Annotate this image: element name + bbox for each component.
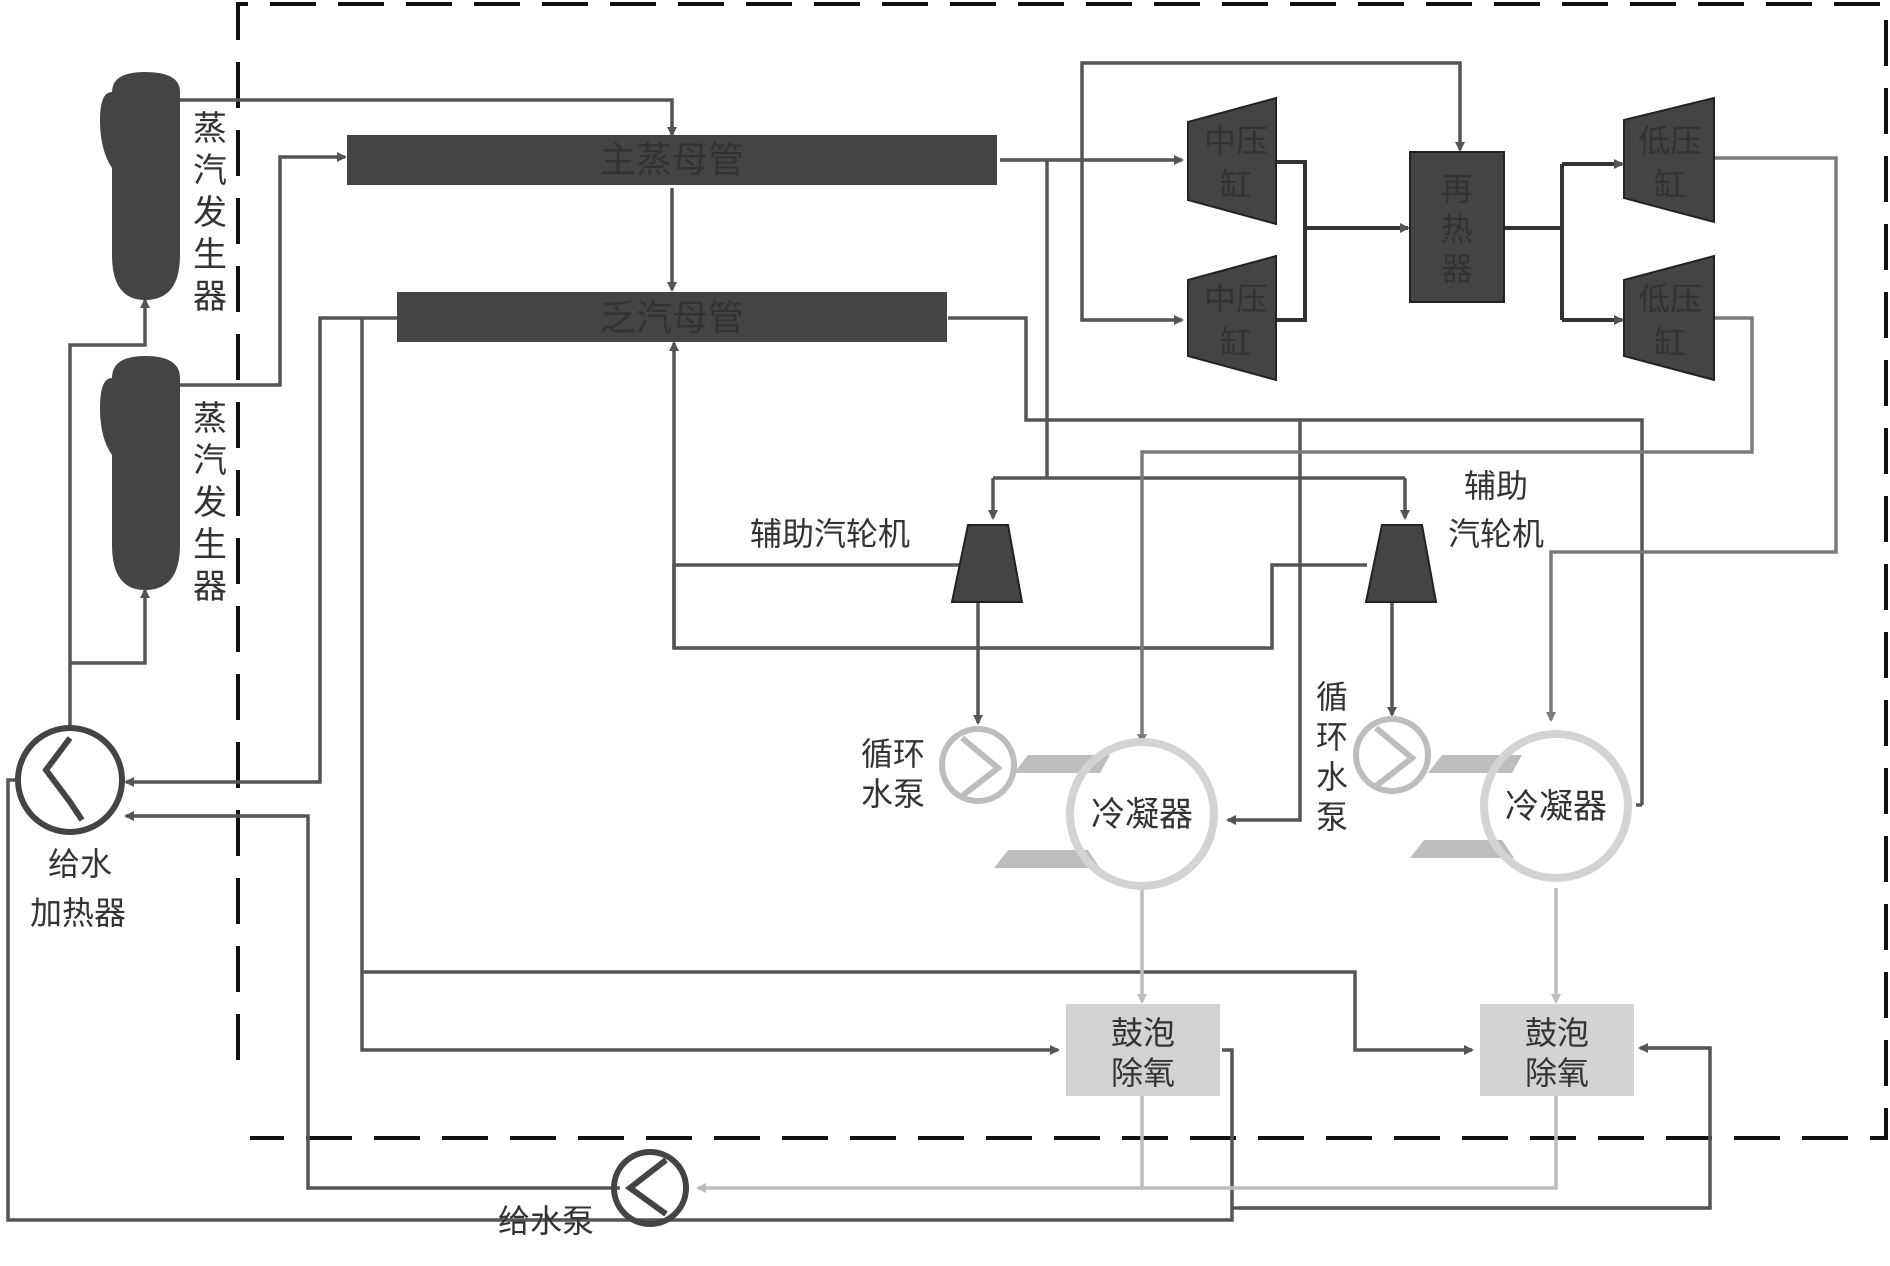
piping-dark (6, 61, 1712, 1222)
main-steam-header: 主蒸母管 (347, 135, 997, 185)
aux-turbine-right-label-2: 汽轮机 (1448, 515, 1544, 553)
ip-upper-line1: 中压 (1204, 122, 1268, 160)
aux-turbine-right-label-1: 辅助 (1464, 467, 1528, 505)
exhaust-steam-header-label: 乏汽母管 (600, 298, 744, 339)
sg2-char-1: 蒸 (193, 399, 227, 439)
aux-turbine-left-label: 辅助汽轮机 (750, 515, 910, 553)
piping-mid (1137, 156, 1838, 744)
ip-lower-line1: 中压 (1204, 280, 1268, 318)
circ-pump-right-char-4: 泵 (1316, 798, 1348, 836)
reheater-char-1: 再 (1441, 170, 1473, 208)
steam-generator-2 (100, 356, 180, 590)
sg2-char-5: 器 (193, 567, 227, 607)
feed-water-pump (611, 1149, 689, 1227)
steam-generator-1 (100, 72, 180, 300)
reheater-char-3: 器 (1441, 250, 1473, 288)
sg1-char-1: 蒸 (193, 109, 227, 149)
lp-upper-line2: 缸 (1654, 166, 1686, 204)
circ-pump-left-label-1: 循环 (861, 735, 925, 773)
aux-turbine-right (1364, 524, 1438, 603)
deaerator-left-line2: 除氧 (1111, 1054, 1175, 1092)
feed-heater-label-2: 加热器 (30, 894, 126, 932)
sg2-char-3: 发 (193, 483, 227, 523)
reheater-char-2: 热 (1441, 210, 1473, 248)
condenser-right: 冷凝器 (1410, 730, 1632, 882)
deaerator-right-line2: 除氧 (1525, 1054, 1589, 1092)
circ-pump-left (939, 726, 1017, 804)
sg2-char-4: 生 (193, 525, 227, 565)
steam-generator-1-label: 蒸 汽 发 生 器 (193, 109, 227, 317)
aux-turbine-left (950, 524, 1024, 603)
sg2-char-2: 汽 (193, 441, 227, 481)
sg1-char-2: 汽 (193, 151, 227, 191)
main-steam-header-label: 主蒸母管 (600, 140, 744, 181)
lp-lower-line1: 低压 (1638, 280, 1702, 318)
condenser-right-label: 冷凝器 (1505, 787, 1607, 827)
deaerator-left: 鼓泡 除氧 (1066, 1004, 1220, 1096)
circ-pump-right-char-1: 循 (1316, 678, 1348, 716)
condenser-left-label: 冷凝器 (1091, 795, 1193, 835)
ip-upper-line2: 缸 (1220, 166, 1252, 204)
deaerator-right-line1: 鼓泡 (1525, 1014, 1589, 1052)
feed-pump-label: 给水泵 (498, 1202, 594, 1240)
system-boundary (236, 2, 1888, 1140)
piping-light (696, 888, 1561, 1193)
lp-lower-line2: 缸 (1654, 324, 1686, 362)
sg1-char-5: 器 (193, 277, 227, 317)
circ-pump-right-char-3: 水 (1316, 758, 1348, 796)
deaerator-right: 鼓泡 除氧 (1480, 1004, 1634, 1096)
ip-lower-line2: 缸 (1220, 324, 1252, 362)
ip-turbine-upper: 中压 缸 (1187, 96, 1277, 226)
feed-water-heater (15, 725, 125, 835)
feed-heater-label-1: 给水 (48, 845, 112, 883)
circ-pump-left-label-2: 水泵 (861, 775, 925, 813)
lp-turbine-upper: 低压 缸 (1623, 96, 1715, 224)
lp-upper-line1: 低压 (1638, 122, 1702, 160)
sg1-char-3: 发 (193, 193, 227, 233)
circ-pump-right (1353, 716, 1431, 794)
sg1-char-4: 生 (193, 235, 227, 275)
condenser-left: 冷凝器 (994, 738, 1218, 890)
reheater: 再 热 器 (1409, 151, 1505, 303)
exhaust-steam-header: 乏汽母管 (397, 292, 947, 342)
circ-pump-right-char-2: 环 (1316, 718, 1348, 756)
ip-turbine-lower: 中压 缸 (1187, 254, 1277, 382)
steam-generator-2-label: 蒸 汽 发 生 器 (193, 399, 227, 607)
lp-turbine-lower: 低压 缸 (1623, 254, 1715, 382)
deaerator-left-line1: 鼓泡 (1111, 1014, 1175, 1052)
